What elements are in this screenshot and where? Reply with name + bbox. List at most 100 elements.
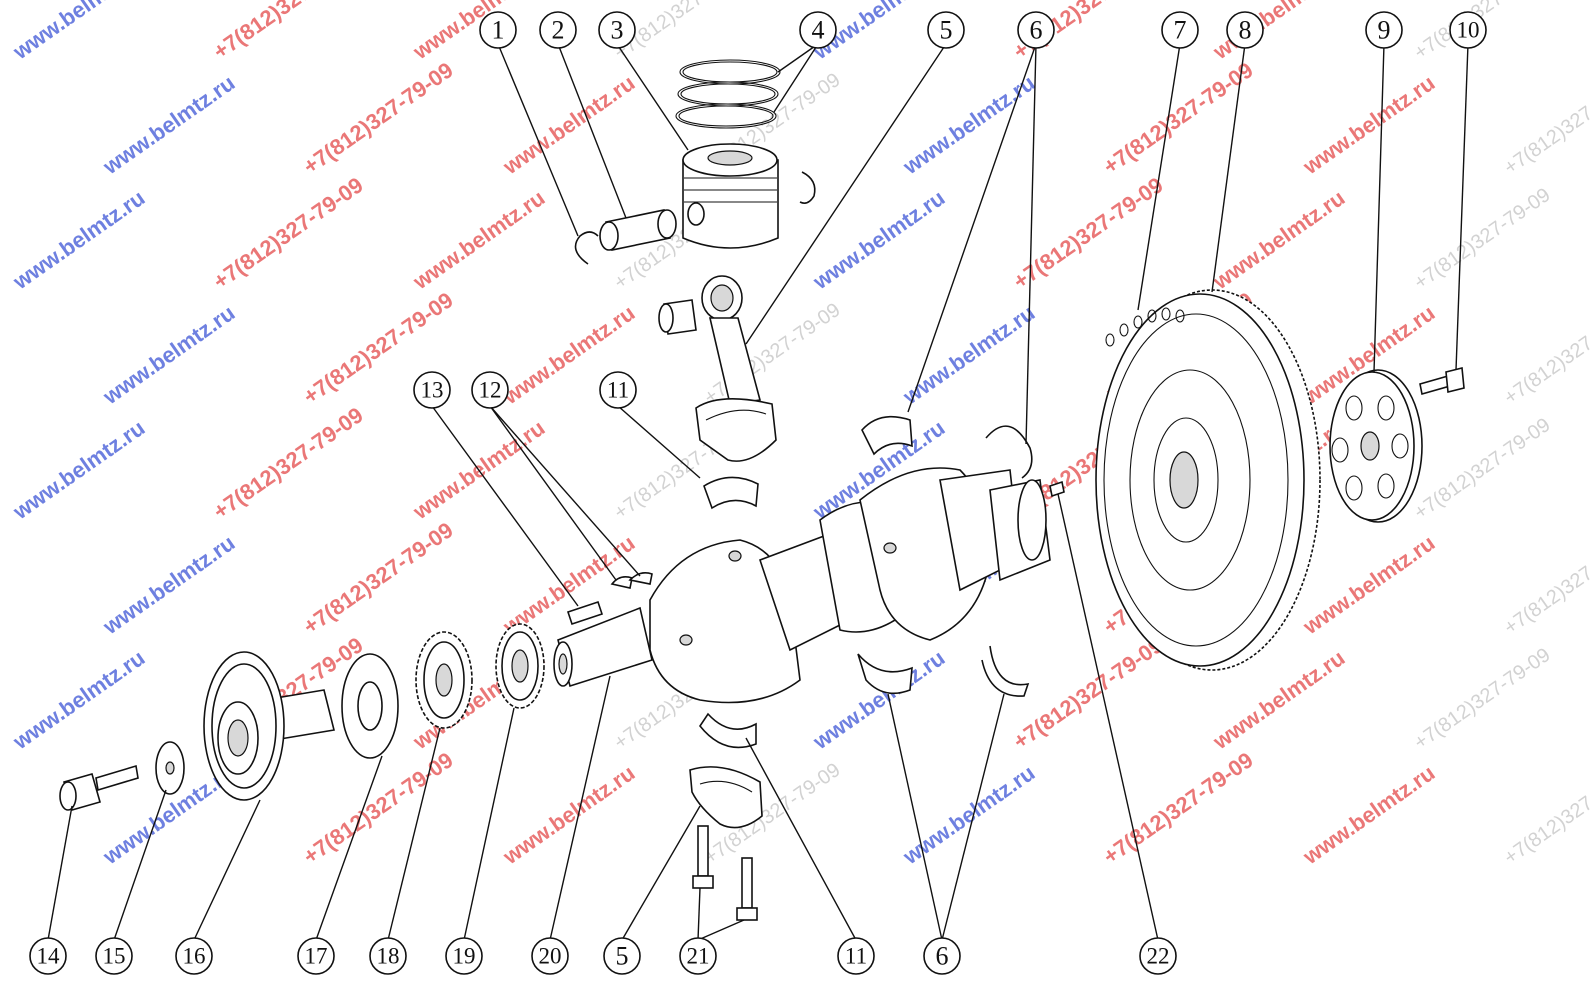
svg-text:18: 18 [377,944,400,969]
front-seal-washer [341,653,399,759]
svg-text:13: 13 [421,378,444,403]
svg-text:11: 11 [845,944,867,969]
watermark-text: www.belmtz.ru [8,645,150,755]
svg-text:5: 5 [940,16,953,45]
svg-text:7: 7 [1174,16,1187,45]
watermark-text: +7(812)327-79-09 [1009,632,1168,754]
watermark-text: +7(812)327-79-09 [1500,529,1591,639]
svg-text:21: 21 [687,944,710,969]
connecting-rod [695,275,777,462]
svg-text:5: 5 [616,942,629,971]
callout-22: 22 [1139,937,1177,975]
svg-text:9: 9 [1378,16,1391,45]
callout-21: 21 [679,937,717,975]
watermark-text: www.belmtz.ru [498,70,640,180]
svg-text:15: 15 [103,944,126,969]
callout-19: 19 [445,937,483,975]
callout-6-bottom: 6 [923,937,961,975]
watermark-text: www.belmtz.ru [898,70,1040,180]
svg-text:3: 3 [611,16,624,45]
woodruff-key-2 [628,572,653,585]
piston [682,143,779,249]
svg-text:19: 19 [453,944,476,969]
leader-lines [47,43,1469,941]
flywheel-washer-plate [1329,369,1423,523]
svg-text:8: 8 [1239,16,1252,45]
callout-7: 7 [1161,11,1199,49]
watermark-text: +7(812)327-79-09 [299,517,458,639]
circlip-right [799,171,816,204]
svg-text:10: 10 [1457,18,1480,43]
watermark-text: www.belmtz.ru [98,70,240,180]
svg-text:11: 11 [607,378,629,403]
callout-3: 3 [598,11,636,49]
callout-10: 10 [1449,11,1487,49]
watermark-text: www.belmtz.ru [408,0,550,65]
callout-11-top: 11 [599,371,637,409]
callout-20: 20 [531,937,569,975]
svg-text:20: 20 [539,944,562,969]
svg-text:2: 2 [552,16,565,45]
dowel-pin [1049,480,1065,498]
callout-16: 16 [175,937,213,975]
watermark-text: www.belmtz.ru [898,760,1040,870]
svg-text:12: 12 [479,378,502,403]
callout-2: 2 [539,11,577,49]
watermark-text: www.belmtz.ru [1298,760,1440,870]
main-bearing-shell-upper [861,415,913,456]
watermark-text: +7(812)327-79-09 [299,57,458,179]
callout-17: 17 [297,937,335,975]
callout-12: 12 [471,371,509,409]
svg-text:16: 16 [183,944,206,969]
flywheel-bolt [1419,366,1465,396]
watermark-text: www.belmtz.ru [8,185,150,295]
watermark-text: www.belmtz.ru [1298,530,1440,640]
watermark-text: +7(812)327-79-09 [1099,57,1258,179]
watermark-text: www.belmtz.ru [98,300,240,410]
main-bearing-shell-lower [857,653,913,695]
watermark-text: +7(812)327-79-09 [1500,299,1591,409]
svg-text:22: 22 [1147,944,1170,969]
watermark-text: +7(812)327-79-09 [1410,184,1554,294]
callout-8: 8 [1226,11,1264,49]
watermark-text: +7(812)327-79-09 [1099,747,1258,869]
callout-9: 9 [1365,11,1403,49]
callout-5-top: 5 [927,11,965,49]
watermark-text: +7(812)327-79-09 [209,402,368,524]
thrust-washer-upper [985,425,1033,479]
watermark-text: www.belmtz.ru [1208,185,1350,295]
oil-pump-drive-gear [415,631,473,729]
crankshaft [553,467,1051,704]
pulley-bolt [59,764,139,811]
piston-pin [599,209,677,251]
callout-1: 1 [479,11,517,49]
svg-text:4: 4 [812,16,825,45]
rod-bearing-shell-lower [699,712,757,749]
callout-4: 4 [799,11,837,49]
watermark-text: +7(812)327-79-09 [1500,759,1591,869]
small-end-bushing [658,299,697,335]
callout-11-bottom: 11 [837,937,875,975]
watermark-text: +7(812)327-79-09 [1410,644,1554,754]
watermark-text: www.belmtz.ru [98,530,240,640]
svg-text:17: 17 [305,944,328,969]
callout-5-bottom: 5 [603,937,641,975]
svg-text:14: 14 [37,944,61,969]
piston-rings [675,59,781,129]
crankshaft-pulley [203,651,335,801]
watermark-text: www.belmtz.ru [1298,70,1440,180]
thrust-washer-lower [981,645,1030,697]
watermark-text: www.belmtz.ru [408,185,550,295]
svg-text:6: 6 [1030,16,1043,45]
watermark-text: www.belmtz.ru [8,0,150,65]
watermark-text: +7(812)327-79-09 [209,0,368,64]
watermark-text: +7(812)327-79-09 [209,172,368,294]
svg-text:1: 1 [492,16,505,45]
watermark-text: www.belmtz.ru [898,300,1040,410]
callout-layer: 1 2 3 4 5 6 7 8 9 10 11 12 13 14 15 16 1… [29,11,1487,975]
watermark-text: +7(812)327-79-09 [1410,414,1554,524]
callout-15: 15 [95,937,133,975]
crankshaft-gear [495,623,545,709]
circlip-left [574,231,599,265]
